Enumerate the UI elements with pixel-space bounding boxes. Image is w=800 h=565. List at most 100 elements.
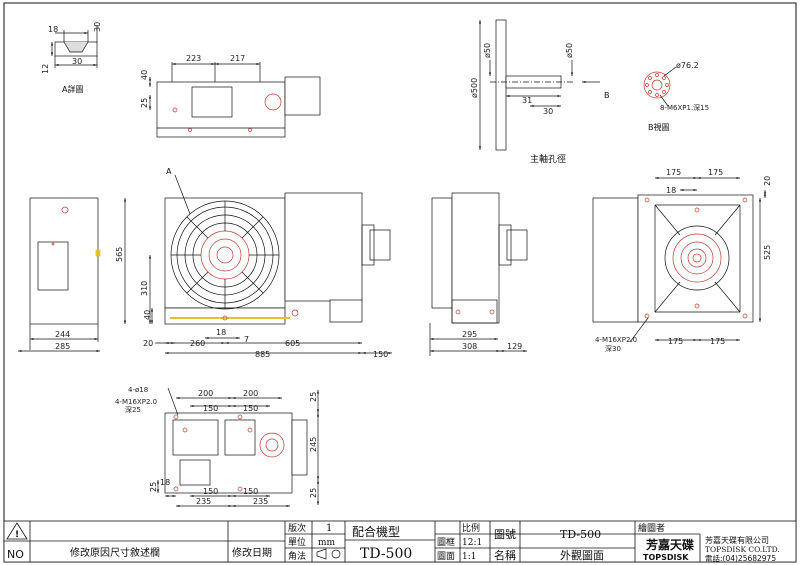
right-view-dim-525: 525 [763,245,772,260]
side-view-dim-295: 295 [462,330,477,339]
company-name-en: TOPSDISK CO.LTD. [705,545,780,554]
side-view [429,192,528,356]
spindle-dim-d1: ø50 [483,43,492,58]
title-angle-label: 角法 [288,550,306,562]
right-view-dim-top-175b: 175 [708,168,723,177]
title-unit-label: 單位 [288,536,306,548]
front-view-dim-150: 150 [373,350,388,359]
top-view-dim-40: 40 [140,70,149,80]
title-scale-frame-label: 圖框 [437,536,455,548]
left-view-dim-244: 244 [55,330,70,339]
right-view-dim-depth: 深30 [605,344,621,353]
right-view-dim-top-175a: 175 [666,168,681,177]
spindle-dim-l1: 31 [522,96,532,105]
left-view-dim-285: 285 [55,342,70,351]
title-date-label: 修改日期 [232,546,272,559]
right-view-dim-bottom-175a: 175 [668,337,683,346]
bottom-view-dim-r25b: 25 [309,488,318,498]
bottom-view-dim-t200a: 200 [198,389,213,398]
right-view-dim-top-18: 18 [666,186,676,195]
title-drawing-no-value: TD-500 [560,528,601,541]
front-view-dim-885: 885 [255,350,270,359]
bottom-view-dim-r25a: 25 [309,392,318,402]
title-machine-label: 配合機型 [352,524,400,539]
title-rev-label: 版次 [288,522,306,534]
title-unit-value: mm [318,538,336,548]
detail-a-dim-top: 18 [48,25,58,34]
front-view-dim-7: 7 [244,335,249,344]
title-scale-label: 比例 [462,522,480,534]
warning-triangle-icon: ! [6,522,28,540]
left-view [18,197,101,353]
title-scale-drawing-label: 圖面 [437,551,455,562]
front-view-dim-260: 260 [190,339,205,348]
bottom-view-dim-depth: 深25 [125,405,141,414]
title-block [3,520,797,563]
bottom-view [156,387,320,508]
side-view-dim-129: 129 [507,342,522,351]
title-rev-value: 1 [326,523,332,534]
right-view-dim-bottom-175b: 175 [710,337,725,346]
view-b-dim-dia: ø76.2 [676,61,699,70]
bottom-view-dim-b150b: 150 [243,487,258,496]
detail-a-dim-bottom: 30 [72,57,82,66]
title-no-label: NO [7,548,24,561]
projection-symbol-icon [316,548,341,560]
detail-a-view [50,25,98,68]
bottom-view-dim-holes2: 4-M16XP2.0 [115,398,157,406]
spindle-dim-d3: ø500 [470,78,479,98]
company-tel: 電話:(04)25682975 [705,553,776,563]
view-b-arrow-label: B [604,91,610,100]
front-view-dim-20: 20 [143,339,153,348]
spindle-dim-d2: ø50 [565,43,574,58]
front-view [123,174,392,355]
company-logo-en: TOPSDISK [643,553,689,562]
company-logo-cn: 芳嘉天碟 [646,537,694,552]
title-scale-frame-value: 12:1 [462,538,482,548]
front-view-dim-310: 310 [140,281,149,296]
bottom-view-dim-r245: 245 [309,437,318,452]
bottom-view-dim-b150a: 150 [203,487,218,496]
bottom-view-dim-b235b: 235 [253,497,268,506]
bottom-view-dim-l25: 25 [149,482,158,492]
detail-a-dim-left: 12 [41,64,50,74]
top-view-dim-217: 217 [230,54,245,63]
company-name-cn: 芳嘉天碟有限公司 [705,535,769,545]
title-machine-value: TD-500 [360,546,412,562]
front-view-dim-565: 565 [115,247,124,262]
view-b-dim-holes: 8-M6XP1.深15 [660,103,709,112]
bottom-view-dim-l18: 18 [160,478,170,487]
title-name-value: 外觀圖面 [560,549,604,562]
title-scale-drawing-value: 1:1 [462,552,476,562]
right-view-dim-20: 20 [763,176,772,186]
detail-a-dim-right: 30 [93,22,102,32]
spindle-dim-l2: 30 [543,107,553,116]
front-view-dim-18: 18 [216,328,226,337]
svg-text:!: ! [15,530,19,540]
title-drawing-no-label: 圖號 [494,528,516,541]
spindle-view [478,19,600,151]
top-view-dim-25: 25 [140,98,149,108]
top-view [148,62,321,138]
front-view-dim-605: 605 [285,339,300,348]
bottom-view-dim-t150b: 150 [243,404,258,413]
right-view [592,176,767,343]
bottom-view-dim-t200b: 200 [243,389,258,398]
view-b-label: B視圖 [648,123,670,132]
title-remark: 修改原因尺寸敘述欄 [70,546,160,559]
bottom-view-dim-b235a: 235 [196,497,211,506]
front-view-callout-a: A [166,167,172,176]
title-drafter-label: 繪圖者 [638,522,665,534]
view-b [643,66,677,107]
bottom-view-dim-holes1: 4-ø18 [128,386,148,394]
front-view-dim-40: 40 [143,310,152,320]
spindle-caption: 主軸孔徑 [530,153,566,165]
right-view-dim-holes: 4-M16XP2.0 [595,336,637,344]
title-name-label: 名稱 [494,548,516,562]
side-view-dim-308: 308 [462,342,477,351]
bottom-view-dim-t150a: 150 [203,404,218,413]
top-view-dim-223: 223 [186,54,201,63]
detail-a-label: A詳圖 [62,84,83,94]
